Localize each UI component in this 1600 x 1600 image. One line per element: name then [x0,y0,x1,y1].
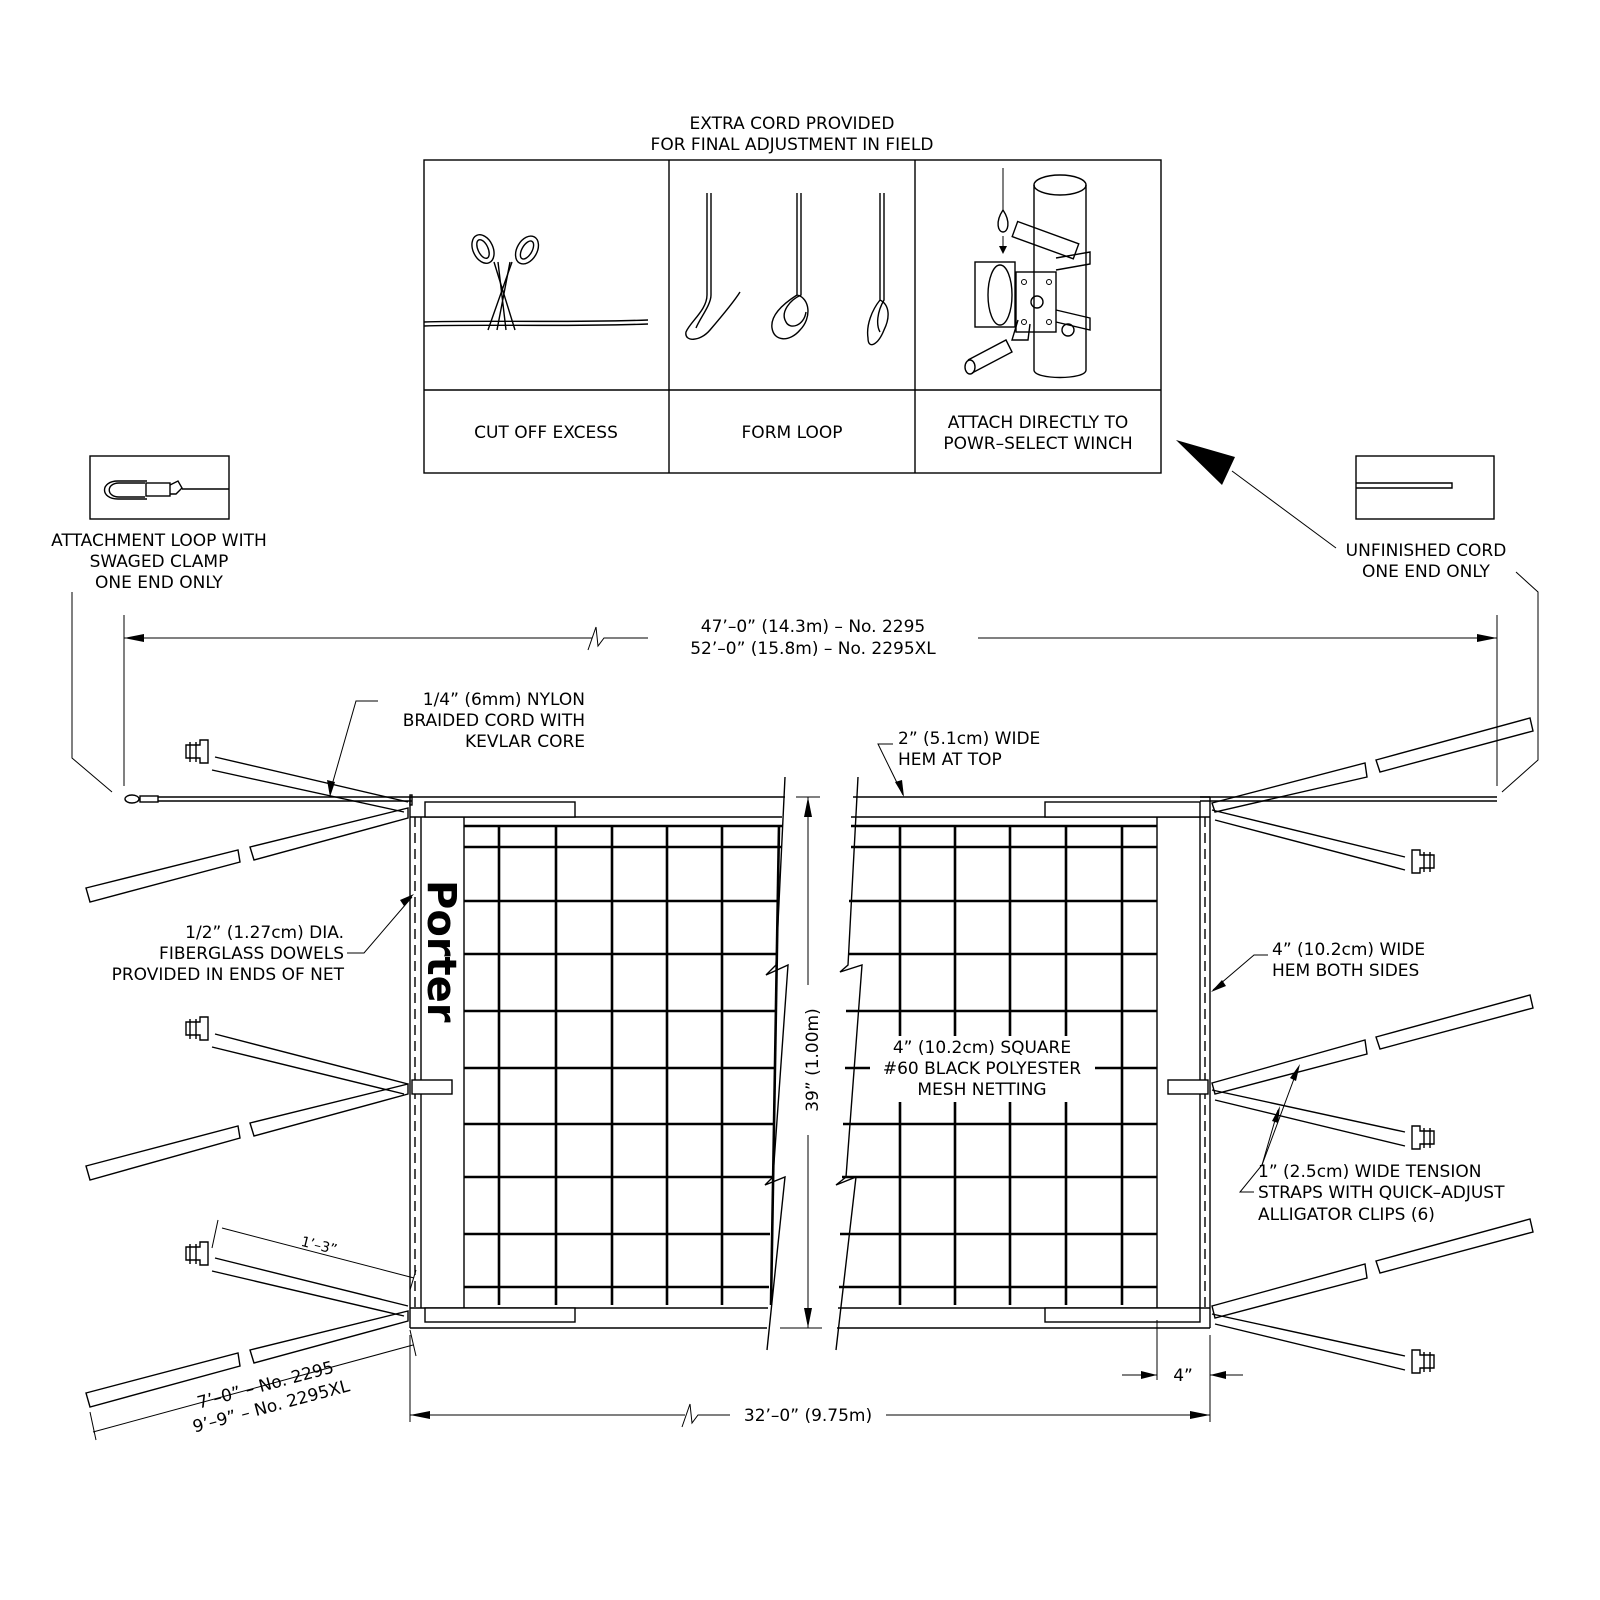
scissors-icon [423,234,649,331]
cord-callout-line3: KEVLAR CORE [465,732,585,752]
overall-length-line1: 47’–0” (14.3m) – No. 2295 [701,617,925,637]
attach-winch-caption-line1: ATTACH DIRECTLY TO [948,413,1129,433]
strap-callout: 1” (2.5cm) WIDE TENSION STRAPS WITH QUIC… [1238,1064,1505,1225]
attachment-loop-detail: ATTACHMENT LOOP WITH SWAGED CLAMP ONE EN… [51,455,267,793]
side-hem-dimension-label: 4” [1173,1366,1193,1386]
tension-straps-right [1211,717,1534,1374]
dowel-callout-line3: PROVIDED IN ENDS OF NET [112,965,345,985]
mesh-netting-left [464,824,782,1306]
strap-callout-line1: 1” (2.5cm) WIDE TENSION [1258,1162,1481,1182]
net-width-label: 32’–0” (9.75m) [744,1406,872,1426]
side-hem-dimension: 4” [1122,1320,1243,1386]
mesh-callout-line2: #60 BLACK POLYESTER [883,1059,1081,1079]
cut-off-excess-caption: CUT OFF EXCESS [474,423,618,443]
attach-winch-caption-line2: POWR–SELECT WINCH [943,434,1132,454]
side-hem-callout-line2: HEM BOTH SIDES [1272,961,1419,981]
mesh-callout-line3: MESH NETTING [917,1080,1046,1100]
dowel-callout-line1: 1/2” (1.27cm) DIA. [185,923,344,943]
dowel-callout-line2: FIBERGLASS DOWELS [159,944,344,964]
top-hem-callout-line1: 2” (5.1cm) WIDE [898,729,1040,749]
width-dimension: 32’–0” (9.75m) [409,1335,1211,1428]
strap-callout-line3: ALLIGATOR CLIPS (6) [1258,1205,1435,1225]
porter-logo: Porter [418,880,464,1023]
loop-knot-icon [685,193,889,346]
unfinished-cord-line1: UNFINISHED CORD [1346,541,1507,561]
net-left-half: Porter [409,776,789,1351]
inset-heading-line1: EXTRA CORD PROVIDED [690,114,895,134]
tension-straps-left [85,739,409,1408]
overall-length-dimension: 47’–0” (14.3m) – No. 2295 52’–0” (15.8m)… [123,615,1498,786]
cord-callout-line1: 1/4” (6mm) NYLON [423,690,585,710]
mesh-callout: 4” (10.2cm) SQUARE #60 BLACK POLYESTER M… [870,1036,1095,1102]
top-hem-callout: 2” (5.1cm) WIDE HEM AT TOP [877,729,1040,797]
cord-callout: 1/4” (6mm) NYLON BRAIDED CORD WITH KEVLA… [327,690,585,797]
inset-frame [423,159,1162,474]
strap-length-dimension: 7’–0” – No. 2295 9’–9” – No. 2295XL [89,1329,417,1441]
cord-finishing-inset: EXTRA CORD PROVIDED FOR FINAL ADJUSTMENT… [423,114,1162,474]
top-hem-callout-line2: HEM AT TOP [898,750,1002,770]
height-dimension: 39” (1.00m) [780,796,823,1329]
side-hem-callout: 4” (10.2cm) WIDE HEM BOTH SIDES [1211,940,1425,992]
attachment-loop-line2: SWAGED CLAMP [90,552,229,572]
unfinished-cord-detail: UNFINISHED CORD ONE END ONLY [1176,440,1539,793]
winch-icon [964,168,1091,379]
unfinished-cord-line2: ONE END ONLY [1362,562,1491,582]
logo-text: Porter [418,880,464,1023]
dowel-callout: 1/2” (1.27cm) DIA. FIBERGLASS DOWELS PRO… [112,894,414,985]
attachment-loop-line3: ONE END ONLY [95,573,224,593]
mesh-callout-line1: 4” (10.2cm) SQUARE [893,1038,1071,1058]
strap-callout-line2: STRAPS WITH QUICK–ADJUST [1258,1183,1505,1203]
net-height-label: 39” (1.00m) [803,1008,823,1112]
arrowhead-icon [1176,440,1235,485]
inset-heading-line2: FOR FINAL ADJUSTMENT IN FIELD [651,135,934,155]
cord-callout-line2: BRAIDED CORD WITH [403,711,585,731]
strap-spacing-label: 1’–3” [299,1234,338,1258]
overall-length-line2: 52’–0” (15.8m) – No. 2295XL [690,639,936,659]
strap-spacing-dimension: 1’–3” [211,1219,417,1291]
attachment-loop-line1: ATTACHMENT LOOP WITH [51,531,267,551]
side-hem-callout-line1: 4” (10.2cm) WIDE [1272,940,1425,960]
headline-cord [124,794,1497,804]
form-loop-caption: FORM LOOP [742,423,843,443]
